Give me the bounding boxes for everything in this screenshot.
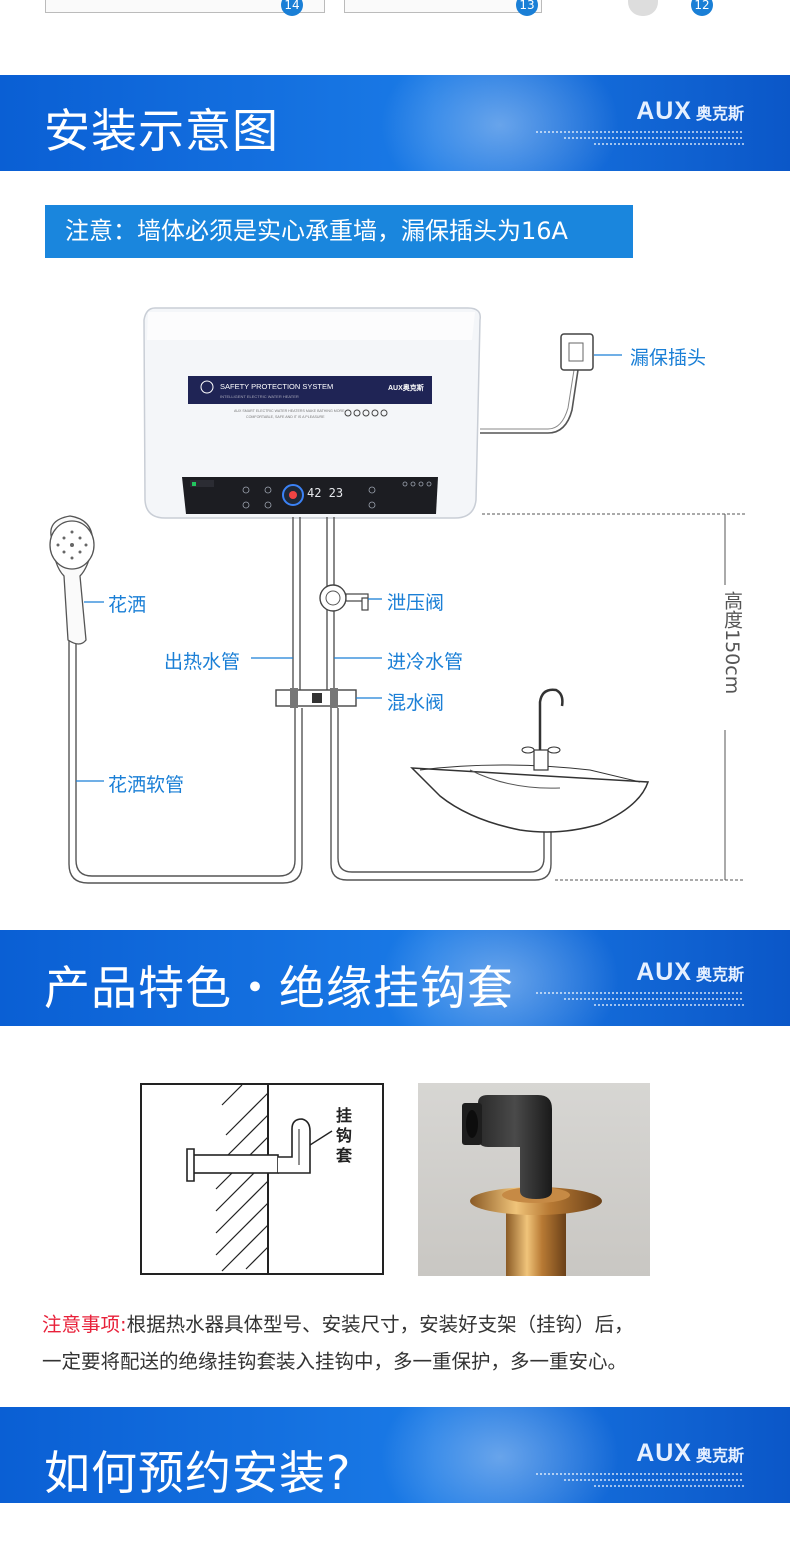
part-image	[628, 0, 658, 16]
mixing-valve	[275, 688, 382, 708]
install-caution-note: 注意事项:根据热水器具体型号、安装尺寸，安装好支架（挂钩）后，	[42, 1313, 634, 1336]
height-dimension	[482, 513, 745, 881]
leakage-plug	[560, 333, 622, 371]
label-leakage-plug: 漏保插头	[630, 347, 707, 369]
hook-cover-photo	[418, 1083, 650, 1276]
section-title: 安装示意图	[44, 104, 279, 158]
pressure-relief-valve	[319, 584, 382, 612]
svg-text:42 23: 42 23	[307, 486, 343, 500]
label-height: 高度150cm	[721, 591, 743, 695]
label-hot-pipe: 出热水管	[164, 651, 241, 673]
svg-text:SAFETY PROTECTION SYSTEM: SAFETY PROTECTION SYSTEM	[220, 382, 333, 391]
hook-diagram	[140, 1083, 384, 1275]
part-card	[45, 0, 325, 13]
svg-text:INTELLIGENT ELECTRIC WATER HEA: INTELLIGENT ELECTRIC WATER HEATER	[220, 394, 299, 399]
hook-cover-label: 挂 钩 套	[335, 1106, 352, 1165]
shower-head	[49, 515, 104, 782]
pipes	[68, 517, 552, 884]
installation-notice: 注意：墙体必须是实心承重墙，漏保插头为16A	[45, 205, 633, 258]
svg-text:AUX奥克斯: AUX奥克斯	[388, 383, 424, 392]
install-caution-note-line2: 一定要将配送的绝缘挂钩套装入挂钩中，多一重保护，多一重安心。	[42, 1350, 628, 1373]
label-cold-pipe: 进冷水管	[387, 651, 464, 673]
installation-diagram: SAFETY PROTECTION SYSTEM INTELLIGENT ELE…	[49, 307, 745, 884]
svg-text:AUX SMART ELECTRIC WATER HEATE: AUX SMART ELECTRIC WATER HEATERS MAKE BA…	[234, 409, 345, 413]
section-title: 如何预约安装?	[44, 1446, 352, 1500]
power-cord	[480, 369, 579, 434]
svg-text:COMFORTABLE, SAFE AND IT IS A: COMFORTABLE, SAFE AND IT IS A PLEASURE	[246, 415, 325, 419]
section-title: 产品特色・绝缘挂钩套	[44, 961, 514, 1015]
label-mixer-valve: 混水阀	[387, 692, 445, 714]
label-relief-valve: 泄压阀	[387, 592, 445, 614]
caution-prefix: 注意事项:	[42, 1313, 127, 1336]
water-heater: SAFETY PROTECTION SYSTEM INTELLIGENT ELE…	[143, 307, 481, 519]
label-shower-hose: 花洒软管	[108, 774, 185, 796]
part-number-badge: 14	[281, 0, 303, 16]
wash-basin	[410, 688, 650, 833]
part-card	[344, 0, 542, 13]
part-number-badge: 13	[516, 0, 538, 16]
part-number-badge: 12	[691, 0, 713, 16]
label-shower: 花洒	[108, 594, 147, 616]
